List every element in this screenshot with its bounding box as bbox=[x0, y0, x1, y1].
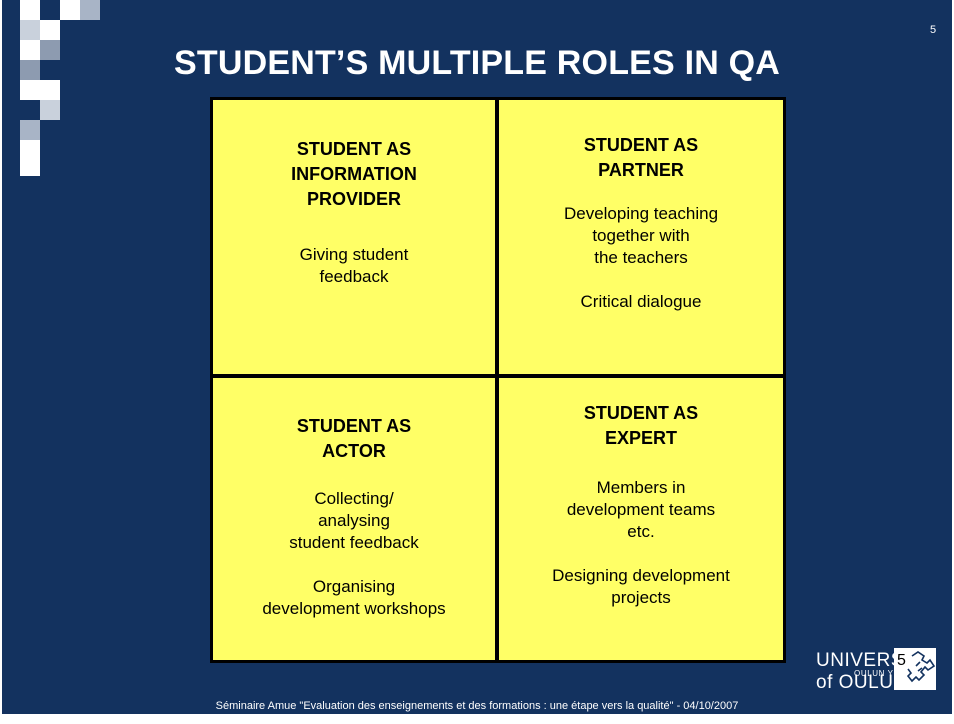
roles-grid: STUDENT AS INFORMATION PROVIDER Giving s… bbox=[210, 97, 786, 663]
quadrant-text: development workshops bbox=[262, 599, 446, 618]
quadrant-text: analysing bbox=[318, 511, 390, 530]
quadrant-text: feedback bbox=[319, 267, 389, 286]
quadrant-text: Giving student bbox=[299, 245, 409, 264]
quadrant-text: Members in bbox=[596, 478, 686, 497]
decorative-square bbox=[20, 40, 40, 60]
heading-line: STUDENT AS bbox=[296, 416, 412, 436]
decorative-square bbox=[20, 160, 40, 176]
quadrant-heading: STUDENT AS EXPERT bbox=[499, 401, 783, 451]
decorative-square bbox=[40, 20, 60, 40]
decorative-square bbox=[20, 0, 40, 20]
heading-line: STUDENT AS bbox=[583, 403, 699, 423]
decorative-square bbox=[40, 100, 60, 120]
quadrant-information-provider: STUDENT AS INFORMATION PROVIDER Giving s… bbox=[213, 100, 495, 374]
decorative-square bbox=[20, 140, 40, 160]
page-number-box: 5 bbox=[894, 648, 936, 690]
quadrant-text: development teams bbox=[566, 500, 716, 519]
decorative-square bbox=[60, 0, 80, 20]
page-number: 5 bbox=[897, 652, 906, 669]
quadrant-text: together with bbox=[592, 226, 690, 245]
footer-text: Séminaire Amue "Evaluation des enseignem… bbox=[215, 700, 739, 712]
slide-title: STUDENT’S MULTIPLE ROLES IN QA bbox=[173, 44, 781, 82]
quadrant-text: Collecting/ bbox=[314, 489, 394, 508]
corner-slide-number: 5 bbox=[930, 24, 937, 36]
quadrant-heading: STUDENT AS INFORMATION PROVIDER bbox=[213, 137, 495, 212]
quadrant-text: Critical dialogue bbox=[580, 292, 702, 311]
quadrant-text: the teachers bbox=[594, 248, 688, 267]
heading-line: ACTOR bbox=[322, 441, 386, 461]
quadrant-text: etc. bbox=[627, 522, 655, 541]
decorative-square bbox=[40, 0, 60, 20]
decorative-square bbox=[80, 0, 100, 20]
decorative-square bbox=[40, 80, 60, 100]
quadrant-heading: STUDENT AS PARTNER bbox=[499, 133, 783, 183]
decorative-square bbox=[20, 20, 40, 40]
heading-line: EXPERT bbox=[604, 428, 678, 448]
quadrant-partner: STUDENT AS PARTNER Developing teaching t… bbox=[499, 100, 783, 374]
puzzle-logo-icon bbox=[906, 651, 936, 683]
quadrant-text: student feedback bbox=[289, 533, 419, 552]
quadrant-heading: STUDENT AS ACTOR bbox=[213, 414, 495, 464]
decorative-square bbox=[20, 80, 40, 100]
quadrant-text: Organising bbox=[312, 577, 396, 596]
decorative-square bbox=[20, 120, 40, 140]
heading-line: INFORMATION bbox=[291, 164, 417, 184]
quadrant-actor: STUDENT AS ACTOR Collecting/ analysing s… bbox=[213, 378, 495, 660]
quadrant-text: projects bbox=[611, 588, 671, 607]
quadrant-expert: STUDENT AS EXPERT Members in development… bbox=[499, 378, 783, 660]
heading-line: STUDENT AS bbox=[583, 135, 699, 155]
heading-line: PARTNER bbox=[598, 160, 684, 180]
heading-line: PROVIDER bbox=[306, 189, 402, 209]
heading-line: STUDENT AS bbox=[296, 139, 412, 159]
decorative-square bbox=[20, 60, 40, 80]
quadrant-text: Developing teaching bbox=[563, 204, 719, 223]
quadrant-text: Designing development bbox=[552, 566, 730, 585]
decorative-square bbox=[40, 40, 60, 60]
